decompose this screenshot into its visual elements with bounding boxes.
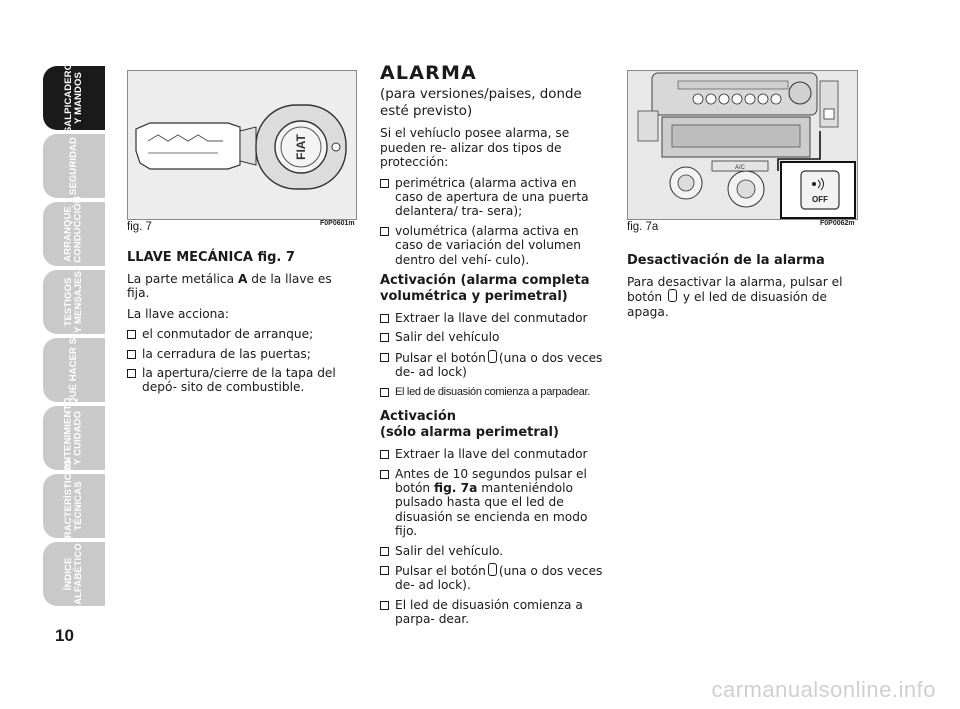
tab-mantenimiento[interactable]: MANTENIMIENTO Y CUIDADO	[43, 397, 105, 479]
tab-indice[interactable]: ÍNDICE ALFABÉTICO	[43, 542, 105, 606]
list-item: la apertura/cierre de la tapa del depó- …	[127, 366, 355, 395]
fiat-logo: FIAT	[294, 133, 308, 159]
p-metal-part: La parte metálica A de la llave es fija.	[127, 272, 332, 301]
watermark: carmanualsonline.info	[711, 677, 936, 702]
heading-desactivacion: Desactivación de la alarma	[627, 253, 825, 268]
column-deactivation: Desactivación de la alarma Para desactiv…	[627, 253, 857, 325]
tab-que-hacer-si[interactable]: QUÉ HACER SI	[43, 335, 105, 405]
tab-salpicadero[interactable]: SALPICADERO Y MANDOS	[43, 63, 105, 133]
page-number: 10	[55, 626, 74, 645]
fig7-caption: fig. 7	[127, 221, 152, 233]
lock-button-icon	[487, 349, 497, 363]
alarm-off-button[interactable]	[800, 170, 840, 210]
activation-full-steps: Extraer la llave del conmutador Salir de…	[380, 311, 606, 399]
tab-seguridad[interactable]: SEGURIDAD	[43, 134, 105, 198]
fig7-code: F0P0601m	[320, 220, 355, 227]
heading-activation-full: Activación (alarma completa volumétrica …	[380, 273, 590, 305]
activation-perimeter-steps: Extraer la llave del conmutador Antes de…	[380, 447, 606, 626]
list-item: Extraer la llave del conmutador	[380, 447, 606, 461]
subtitle-versions: (para versiones/paises, donde esté previ…	[380, 87, 582, 120]
heading-llave-mecanica: LLAVE MECÁNICA fig. 7	[127, 250, 295, 265]
key-illustration: FIAT	[128, 71, 356, 219]
list-item: Extraer la llave del conmutador	[380, 311, 606, 325]
svg-text:A/C: A/C	[735, 165, 746, 171]
off-label: OFF	[812, 195, 828, 204]
list-item: El led de disuasión comienza a parpadear…	[380, 385, 606, 399]
column-mechanical-key: LLAVE MECÁNICA fig. 7 La parte metálica …	[127, 250, 355, 401]
tab-arranque[interactable]: ARRANQUE Y CONDUCCIÓN	[43, 196, 105, 272]
list-item: Salir del vehículo	[380, 330, 606, 344]
fig7a-caption: fig. 7a	[627, 221, 659, 233]
heading-activation-perimeter: Activación	[380, 409, 457, 425]
alarm-button-icon	[668, 289, 678, 303]
p-key-operates: La llave acciona:	[127, 306, 229, 321]
heading-perimeter-only: (sólo alarma perimetral)	[380, 425, 559, 441]
list-item: Pulsar el botón(una o dos veces de- ad l…	[380, 349, 606, 380]
list-item: Salir del vehículo.	[380, 544, 606, 558]
key-functions-list: el conmutador de arranque; la cerradura …	[127, 327, 355, 395]
list-item: la cerradura de las puertas;	[127, 347, 355, 361]
list-item: el conmutador de arranque;	[127, 327, 355, 341]
protection-types-list: perimétrica (alarma activa en caso de ap…	[380, 176, 606, 267]
list-item: volumétrica (alarma activa en caso de va…	[380, 224, 606, 267]
p-alarm-intro: Si el vehíuclo posee alarma, se pueden r…	[380, 126, 570, 170]
column-alarm: ALARMA (para versiones/paises, donde est…	[380, 62, 606, 633]
figure-dashboard: A/C OFF	[627, 70, 858, 220]
list-item: El led de disuasión comienza a parpa- de…	[380, 598, 606, 627]
heading-alarma: ALARMA	[380, 62, 477, 84]
list-item: Antes de 10 segundos pulsar el botón fig…	[380, 467, 606, 539]
p-deactivate: Para desactivar la alarma, pulsar el bot…	[627, 275, 843, 319]
dashboard-illustration: A/C OFF	[628, 71, 857, 219]
tab-caracteristicas[interactable]: CARACTERÍSTICAS TÉCNICAS	[43, 460, 105, 552]
section-tabs: SALPICADERO Y MANDOS SEGURIDAD ARRANQUE …	[43, 63, 105, 610]
lock-button-icon	[487, 562, 497, 576]
list-item: perimétrica (alarma activa en caso de ap…	[380, 176, 606, 219]
fig7a-code: F0P0062m	[820, 220, 855, 227]
list-item: Pulsar el botón(una o dos veces de- ad l…	[380, 562, 606, 593]
figure-key: FIAT	[127, 70, 357, 220]
tab-testigos[interactable]: TESTIGOS Y MENSAJES	[43, 270, 105, 334]
